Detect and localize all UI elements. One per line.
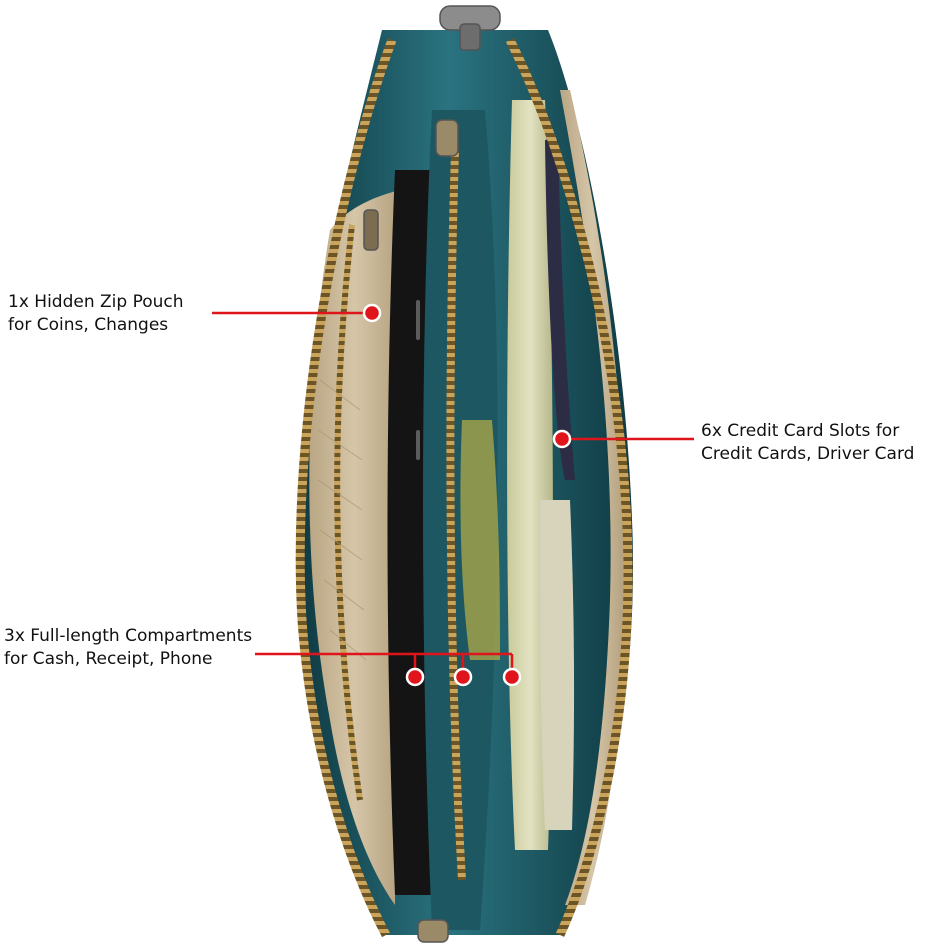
pouch-zipper [334,224,363,801]
banknotes [460,420,500,660]
hidden-zip-pouch-label-line2: for Coins, Changes [8,315,169,335]
credit-card-slots-label-line1: 6x Credit Card Slots for [701,421,900,441]
main-zipper-right [505,37,633,937]
callout-dot-icon [362,303,572,687]
middle-compartment [423,110,498,930]
right-lining [560,90,625,905]
card-slots [545,140,575,480]
compartments-label-line1: 3x Full-length Compartments [4,626,253,646]
hidden-zip-pouch-label-line1: 1x Hidden Zip Pouch [8,292,184,312]
credit-card [540,500,575,830]
hidden-zip-pouch [309,190,400,905]
compartments-label-line2: for Cash, Receipt, Phone [4,649,213,669]
compartments-label: 3x Full-length Compartments for Cash, Re… [4,625,252,671]
credit-card-slots-label-line2: Credit Cards, Driver Card [701,444,915,464]
zipper-pull-icon [363,5,501,943]
middle-zipper [446,149,466,881]
main-zipper [295,38,397,938]
credit-card-slots-label: 6x Credit Card Slots for Credit Cards, D… [701,420,914,466]
hidden-zip-pouch-label: 1x Hidden Zip Pouch for Coins, Changes [8,291,184,337]
